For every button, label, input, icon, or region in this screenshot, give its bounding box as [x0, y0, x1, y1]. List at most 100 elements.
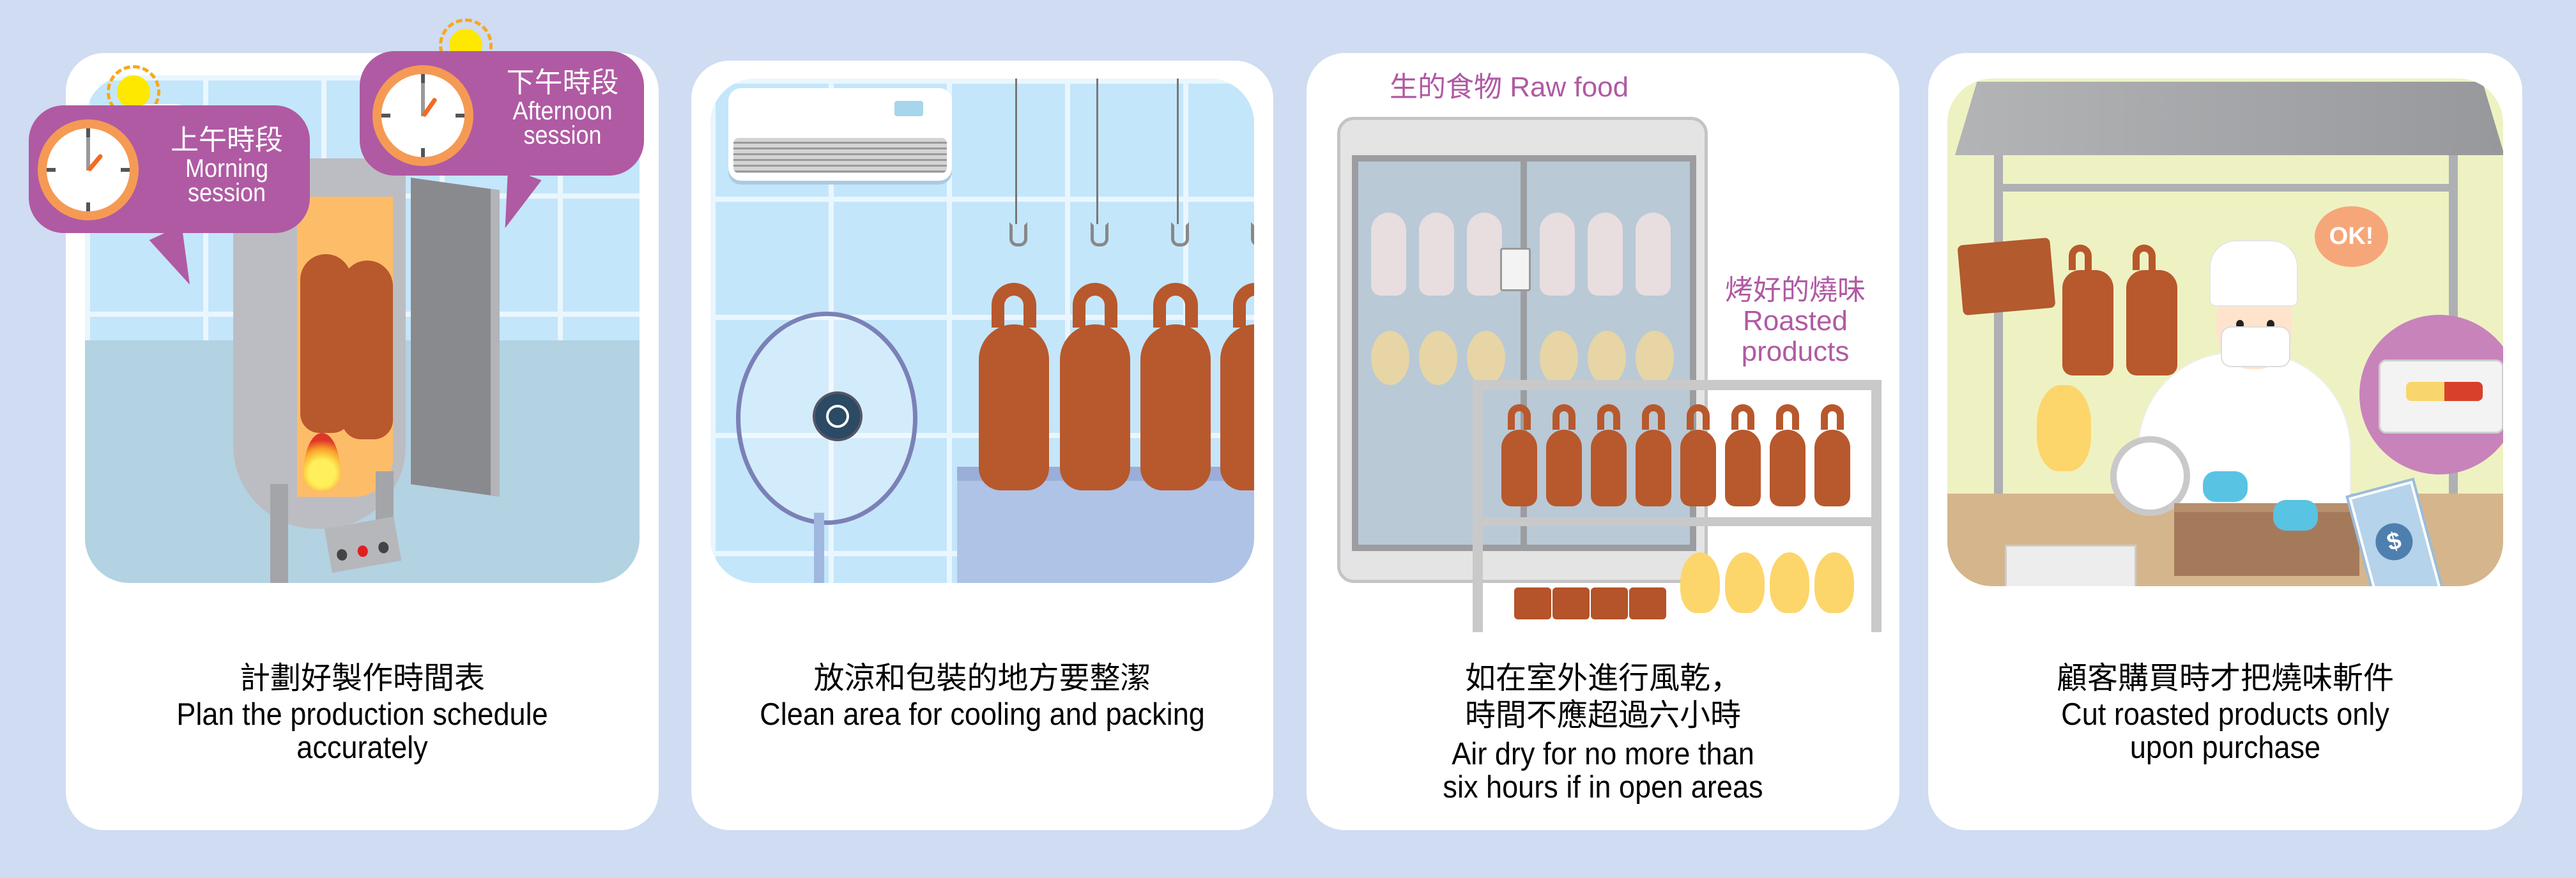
- bubble-title-en: session: [523, 121, 602, 149]
- caption-en: Cut roasted products only: [2061, 697, 2389, 732]
- rack-middle-bar: [1483, 517, 1871, 526]
- bubble-title-en: session: [187, 179, 266, 207]
- clock-icon: [372, 65, 473, 166]
- clock-tick: [421, 148, 425, 157]
- eye: [2236, 320, 2244, 329]
- label-roasted-zh: 烤好的燒味: [1725, 275, 1866, 306]
- raw-chicken-icon: [1371, 331, 1409, 385]
- rack-post: [1871, 380, 1882, 632]
- raw-duck-icon: [1419, 213, 1454, 296]
- roast-duck-icon: [1546, 404, 1582, 506]
- roast-duck-icon: [1060, 283, 1130, 490]
- roast-duck-icon: [2062, 245, 2113, 375]
- face-mask-icon: [2222, 328, 2289, 366]
- takeaway-box-icon: [2379, 360, 2503, 434]
- caption-en: Air dry for no more than: [1452, 737, 1754, 771]
- roast-duck-icon: [1140, 283, 1211, 490]
- ac-vent: [733, 138, 947, 173]
- oven-interior: [297, 197, 393, 497]
- raw-duck-icon: [1588, 213, 1623, 296]
- oven-door: [411, 178, 500, 497]
- raw-duck-icon: [1467, 213, 1502, 296]
- roast-duck-icon: [1770, 404, 1805, 506]
- caption-zh: 時間不應超過六小時: [1464, 697, 1741, 733]
- bubble-title-en: Morning: [185, 155, 269, 183]
- roast-pork-icon: [1591, 587, 1628, 619]
- roast-pork-icon: [1957, 237, 2056, 316]
- chicken-icon: [1680, 552, 1720, 613]
- raw-chicken-icon: [1540, 331, 1578, 385]
- chef-hat-icon: [2211, 241, 2297, 305]
- knob-icon: [335, 548, 348, 562]
- chicken-icon: [2037, 385, 2091, 471]
- roast-pork-icon: [1629, 587, 1666, 619]
- weighing-scale-icon: [2110, 436, 2190, 516]
- eye: [2267, 320, 2274, 329]
- fan-stand: [814, 513, 824, 583]
- roast-duck-icon: [1501, 404, 1537, 506]
- clock-tick: [47, 168, 56, 172]
- knob-icon: [377, 541, 390, 554]
- label-roasted-en: Roasted: [1743, 305, 1848, 337]
- bubble-title-en: Afternoon: [512, 97, 613, 125]
- takeaway-bubble: [2359, 315, 2503, 474]
- chicken-icon: [1770, 552, 1809, 613]
- raw-chicken-icon: [1588, 331, 1626, 385]
- hook-icon: [1009, 222, 1027, 246]
- fridge-door-left: [1352, 155, 1528, 551]
- caption-en: upon purchase: [2129, 730, 2321, 765]
- caption-zh: 顧客購買時才把燒味斬件: [2056, 660, 2394, 696]
- rack-top-bar: [1473, 380, 1882, 390]
- roast-pork-icon: [1514, 587, 1551, 619]
- caption-en: six hours if in open areas: [1443, 770, 1763, 805]
- caption-zh: 放涼和包裝的地方要整潔: [813, 660, 1151, 696]
- roast-pork-icon: [1552, 587, 1590, 619]
- caption: 顧客購買時才把燒味斬件 Cut roasted products only up…: [1928, 660, 2522, 765]
- thermostat-icon: [1500, 248, 1531, 291]
- roast-duck-icon: [1814, 404, 1850, 506]
- caption: 計劃好製作時間表 Plan the production schedule ac…: [66, 660, 659, 765]
- clock-icon: [38, 119, 139, 220]
- speech-bubble-ok: OK!: [2315, 206, 2388, 267]
- raw-chicken-icon: [1467, 331, 1505, 385]
- roasting-oven: [233, 158, 406, 529]
- hook-icon: [1171, 222, 1189, 246]
- caption-zh: 計劃好製作時間表: [239, 660, 485, 696]
- electric-fan-icon: [813, 391, 862, 441]
- illustration-shop-counter: OK! $: [1947, 79, 2503, 586]
- hanging-wire: [1177, 79, 1179, 224]
- caption-en: Clean area for cooling and packing: [760, 697, 1205, 732]
- caption: 放涼和包裝的地方要整潔 Clean area for cooling and p…: [691, 660, 1273, 730]
- chicken-icon: [1814, 552, 1854, 613]
- roast-hanging-rack: [1473, 380, 1882, 632]
- clock-tick: [456, 114, 464, 117]
- caption-zh: 如在室外進行風乾，: [1464, 660, 1741, 696]
- chopping-board: [2174, 503, 2359, 576]
- knob-icon: [356, 544, 369, 558]
- stall-roof: [1955, 82, 2503, 155]
- label-raw-food: 生的食物 Raw food: [1390, 72, 1629, 103]
- roast-duck-icon: [1680, 404, 1716, 506]
- roast-pig-icon: [342, 261, 393, 439]
- label-roasted-products: 烤好的燒味 Roasted products: [1715, 275, 1875, 367]
- hanging-wire: [1015, 79, 1017, 224]
- weighing-scale-base: [2005, 545, 2136, 586]
- speech-bubble-afternoon: 下午時段 Afternoon session: [360, 51, 644, 234]
- air-conditioner-icon: [728, 88, 952, 181]
- hook-icon: [1091, 222, 1108, 246]
- clock-tick: [86, 202, 90, 211]
- caption-en: accurately: [296, 730, 428, 765]
- panel-air-dry: 生的食物 Raw food 烤好的燒味 Roasted products: [1307, 53, 1899, 830]
- caption-en: Plan the production schedule: [176, 697, 548, 732]
- panel-cut-upon-purchase: OK! $ 顧客購買時才把燒味斬件 Cut roasted products o…: [1928, 53, 2522, 830]
- sun-icon: [107, 65, 160, 119]
- raw-chicken-icon: [1636, 331, 1674, 385]
- hanging-bar: [1994, 184, 2458, 192]
- clock-tick: [86, 128, 90, 137]
- gloved-hand: [2203, 471, 2248, 502]
- clock-minute-hand: [86, 137, 90, 170]
- fire-icon: [303, 433, 341, 490]
- chicken-icon: [1725, 552, 1765, 613]
- caption: 如在室外進行風乾， 時間不應超過六小時 Air dry for no more …: [1307, 660, 1899, 803]
- sliced-roast-icon: [2406, 382, 2483, 401]
